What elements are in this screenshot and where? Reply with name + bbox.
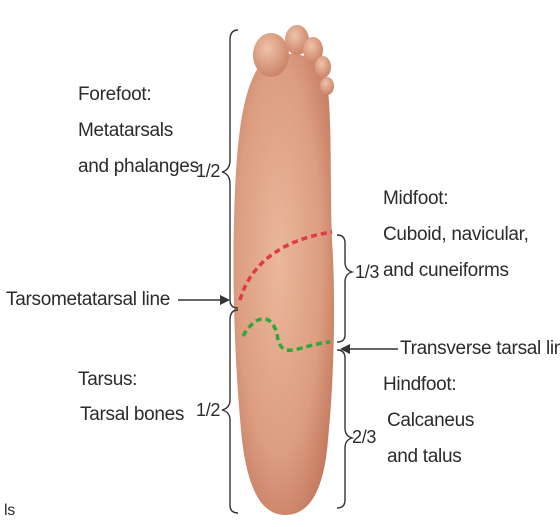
tarsus-line1: Tarsal bones [80, 402, 184, 428]
big-toe [253, 33, 289, 77]
forefoot-fraction: 1/2 [196, 158, 220, 184]
hindfoot-line1: Calcaneus [387, 408, 474, 434]
little-toe [320, 77, 334, 95]
forefoot-title: Forefoot: [78, 82, 151, 108]
midfoot-fraction: 1/3 [355, 259, 379, 285]
tarsus-fraction: 1/2 [196, 397, 220, 423]
midfoot-title: Midfoot: [383, 186, 448, 212]
tarsus-title: Tarsus: [78, 367, 137, 393]
right-lower-brace [337, 350, 352, 508]
fourth-toe [315, 56, 331, 78]
hindfoot-title: Hindfoot: [383, 372, 456, 398]
tarsometatarsal-line-label: Tarsometatarsal line [6, 287, 170, 313]
hindfoot-fraction: 2/3 [352, 424, 376, 450]
hindfoot-line2: and talus [387, 444, 461, 470]
foot-sole [233, 54, 334, 515]
right-upper-brace [337, 235, 352, 342]
transverse-tarsal-line-label: Transverse tarsal line [400, 336, 560, 362]
transverse-arrowhead [340, 344, 350, 354]
corner-text: ls [4, 498, 15, 524]
tarsometatarsal-arrowhead [220, 295, 230, 305]
forefoot-line2: and phalanges [78, 154, 199, 180]
midfoot-line2: and cuneiforms [383, 258, 509, 284]
forefoot-line1: Metatarsals [78, 118, 173, 144]
midfoot-line1: Cuboid, navicular, [383, 222, 529, 248]
